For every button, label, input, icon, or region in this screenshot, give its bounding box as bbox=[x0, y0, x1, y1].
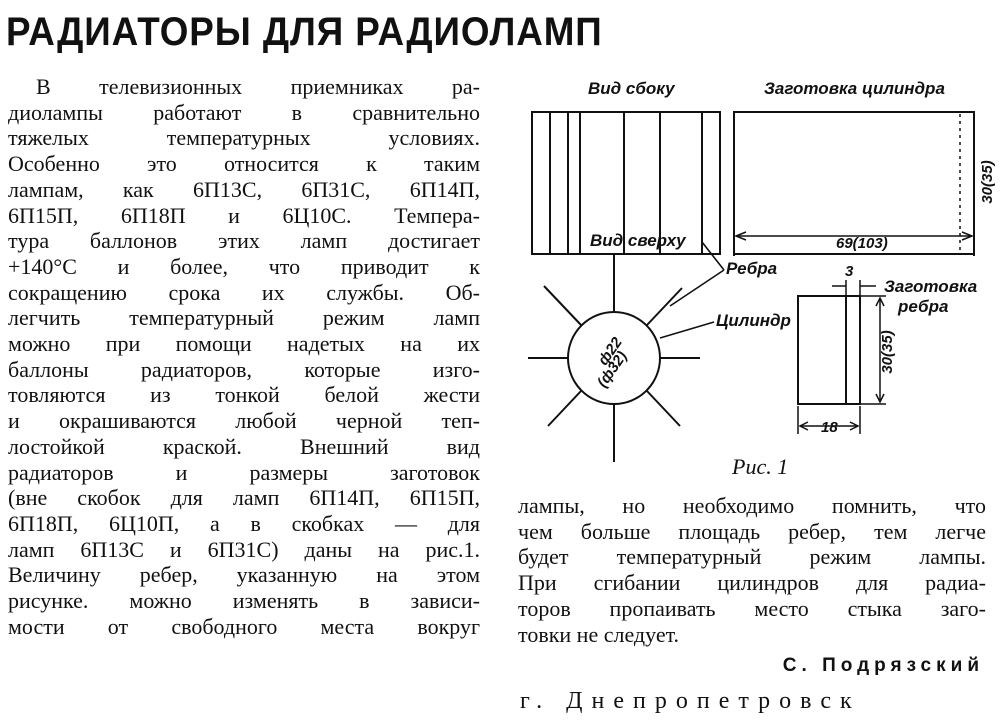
rib-width-dimension: 18 bbox=[821, 419, 838, 436]
text-line: рисунке. можно изменять в зависи- bbox=[8, 588, 480, 614]
ribs-label: Ребра bbox=[726, 259, 777, 278]
cylinder-height-dimension: 30(35) bbox=[979, 160, 996, 203]
text-line: можно при помощи надетых на их bbox=[8, 331, 480, 357]
text-line: товки не следует. bbox=[518, 621, 680, 647]
rib-thickness-dimension: 3 bbox=[845, 263, 854, 280]
figure-caption: Рис. 1 bbox=[732, 454, 789, 479]
text-line: товляются из тонкой белой жести bbox=[8, 382, 480, 408]
text-line: (вне скобок для ламп 6П14П, 6П15П, bbox=[8, 485, 480, 511]
text-line: лампы, но необходимо помнить, что bbox=[518, 493, 986, 518]
text-line: легчить температурный режим ламп bbox=[8, 305, 480, 331]
rib-height-dimension: 30(35) bbox=[879, 330, 896, 373]
right-column: лампы, но необходимо помнить, что чем бо… bbox=[518, 493, 986, 647]
text-line: торов пропаивать место стыка заго- bbox=[518, 595, 986, 621]
text-line: тура баллонов этих ламп достигает bbox=[8, 228, 480, 254]
top-view-drawing bbox=[528, 254, 700, 462]
side-view-label: Вид сбоку bbox=[588, 79, 676, 98]
side-view-drawing bbox=[531, 111, 721, 255]
article-title: РАДИАТОРЫ ДЛЯ РАДИОЛАМП bbox=[6, 10, 603, 54]
leader-lines bbox=[659, 241, 725, 339]
text-line: чем больше площадь ребер, тем легче bbox=[518, 518, 986, 544]
rib-blank-label-line1: Заготовка bbox=[884, 277, 977, 296]
text-line: 6П18П, 6Ц10П, а в скобках — для bbox=[8, 510, 480, 536]
text-line: баллоны радиаторов, которые изго- bbox=[8, 356, 480, 382]
cylinder-label: Цилиндр bbox=[716, 311, 791, 330]
text-line: радиаторов и размеры заготовок bbox=[8, 459, 480, 485]
rib-blank-drawing bbox=[797, 280, 886, 434]
cylinder-blank-label: Заготовка цилиндра bbox=[764, 79, 945, 98]
cylinder-blank-drawing bbox=[733, 111, 975, 256]
text-line: сокращению срока их службы. Об- bbox=[8, 279, 480, 305]
author-city: г. Днепропетровск bbox=[520, 688, 861, 714]
text-line: ламп 6П13С и 6П31С) даны на рис.1. bbox=[8, 536, 480, 562]
text-line: В телевизионных приемниках ра- bbox=[36, 74, 480, 99]
author-name: С. Подрязский bbox=[782, 655, 984, 676]
top-view-label: Вид сверху bbox=[590, 231, 687, 250]
text-line: 6П15П, 6П18П и 6Ц10С. Темпера- bbox=[8, 202, 480, 228]
cylinder-length-dimension: 69(103) bbox=[836, 235, 888, 252]
text-line: Величину ребер, указанную на этом bbox=[8, 562, 480, 588]
figure-svg: Вид сбоку Заготовка цилиндра 30(35) 69(1… bbox=[528, 79, 996, 462]
text-line: тяжелых температурных условиях. bbox=[8, 125, 480, 151]
text-line: При сгибании цилиндров для радиа- bbox=[518, 570, 986, 596]
left-column: В телевизионных приемниках ра- диолампы … bbox=[8, 74, 480, 639]
text-line: лампам, как 6П13С, 6П31С, 6П14П, bbox=[8, 176, 480, 202]
text-line: будет температурный режим лампы. bbox=[518, 544, 986, 570]
rib-blank-label-line2: ребра bbox=[897, 297, 948, 316]
text-line: лостойкой краской. Внешний вид bbox=[8, 433, 480, 459]
figure-1-radiator-drawing: Вид сбоку Заготовка цилиндра 30(35) 69(1… bbox=[520, 70, 998, 490]
text-line: и окрашиваются любой черной теп- bbox=[8, 408, 480, 434]
text-line: +140°С и более, что приводит к bbox=[8, 253, 480, 279]
text-line: Особенно это относится к таким bbox=[8, 151, 480, 177]
text-line: мости от свободного места вокруг bbox=[8, 613, 480, 639]
text-line: диолампы работают в сравнительно bbox=[8, 99, 480, 125]
